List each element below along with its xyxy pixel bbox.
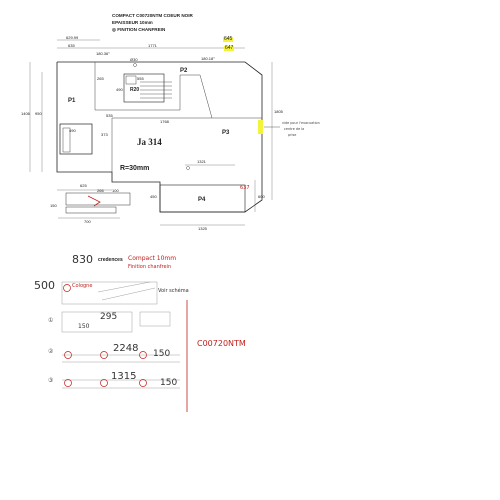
credences-count: 830	[72, 253, 93, 266]
section-sketch-b	[65, 206, 117, 214]
voir-scheme: Voir schéma	[158, 288, 189, 294]
section-sketch-a	[65, 192, 131, 206]
dim-535: 535	[106, 113, 113, 118]
dim-635: 635	[68, 43, 75, 48]
compact-label: Compact 10mm	[128, 255, 177, 262]
plan-header-line2: EPAISSEUR 10mm	[112, 20, 153, 25]
value-150c: 150	[160, 378, 178, 388]
dim-555: 555	[137, 76, 144, 81]
project-name: Ja 314	[137, 137, 162, 147]
panel-p3: P3	[222, 130, 230, 136]
dim-490-sink: 490	[116, 87, 123, 92]
dim-1771: 1771	[148, 43, 157, 48]
dim-373: 373	[101, 132, 108, 137]
value-295: 295	[100, 312, 118, 322]
value-150b: 150	[153, 349, 171, 359]
hole-mark-1	[133, 63, 137, 67]
dim-100: 100	[112, 188, 119, 193]
drainer-ribs	[140, 81, 172, 99]
credences-label: credences	[98, 257, 123, 263]
corner-note-top: 645	[223, 36, 234, 42]
dim-625: 625	[80, 183, 87, 188]
panel-p4: P4	[198, 197, 206, 203]
dim-angle-a: 180.36°	[96, 51, 110, 56]
step-mark-3: ③	[48, 377, 54, 384]
plan-header-line1: COMPACT C00720NTM COEUR NOIR	[112, 13, 193, 18]
dim-1325: 1325	[198, 226, 207, 231]
dim-950: 950	[35, 111, 42, 116]
dim-600: 600	[258, 194, 265, 199]
highlight-marker	[258, 120, 263, 134]
dim-150: 150	[50, 203, 57, 208]
circle-mark-icon: ◎	[112, 27, 118, 32]
dim-490-hob: 490	[69, 128, 76, 133]
hole-mark-2	[186, 166, 190, 170]
corner-note-bottom: 647	[224, 45, 235, 51]
finition-label: Finition chanfrein	[128, 264, 172, 270]
dim-1406: 1406	[21, 111, 30, 116]
sidenote-line2: centre de la	[284, 127, 305, 131]
step-mark-1: ①	[48, 317, 54, 324]
sink-inner	[125, 75, 137, 85]
dim-700: 700	[84, 219, 91, 224]
sidenote-line3: prise	[288, 133, 297, 137]
sidenote-line1: vide pour l'evacuation	[282, 121, 320, 125]
dim-1805: 1805	[274, 109, 283, 114]
red-mark-sketch	[87, 195, 101, 207]
dim-629: 629.99	[66, 35, 79, 40]
dim-1321: 1321	[197, 159, 206, 164]
plan-header-line3: ◎ FINITION CHANFREIN	[112, 27, 166, 33]
radius-note: R=30mm	[120, 165, 150, 172]
dim-266: 266	[97, 188, 104, 193]
hob-inner	[62, 127, 71, 153]
dim-265: 265	[97, 76, 104, 81]
sink-label: R20	[130, 87, 140, 93]
sink-cutout	[123, 73, 165, 103]
value-1315: 1315	[111, 371, 137, 382]
step-mark-2: ②	[48, 348, 54, 355]
note-637: 637	[240, 185, 250, 191]
value-150a: 150	[78, 323, 90, 330]
dim-angle-b: 180.18°	[201, 56, 215, 61]
panel-p2: P2	[180, 68, 188, 74]
dim-1768: 1768	[160, 119, 169, 124]
panel-p1: P1	[68, 98, 76, 104]
plan-header-finish: FINITION CHANFREIN	[117, 27, 166, 32]
p4-block	[159, 184, 246, 213]
dimension-lines	[29, 39, 273, 226]
dim-450: 450	[150, 194, 157, 199]
notes-sketches	[61, 281, 180, 389]
red-circles	[63, 284, 147, 387]
item-label: Cologne	[72, 283, 93, 289]
hob-cutout	[59, 123, 93, 155]
dim-hole: Ø30	[130, 57, 138, 62]
height-500: 500	[34, 279, 55, 292]
reference-code: C00720NTM	[197, 339, 246, 348]
value-2248: 2248	[113, 343, 139, 354]
